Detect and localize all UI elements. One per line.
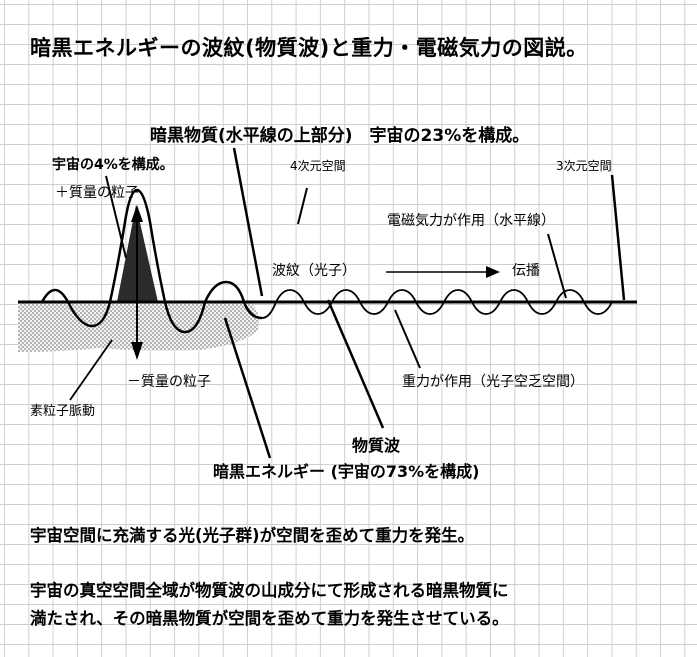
propagation-arrow <box>386 266 500 278</box>
paragraph-1: 宇宙空間に充満する光(光子群)が空間を歪めて重力を発生。 <box>30 526 475 545</box>
space-4d-label: 4次元空間 <box>290 159 346 173</box>
paragraph-3: 満たされ、その暗黒物質が空間を歪めて重力を発生させている。 <box>30 609 509 628</box>
leader-ordinary <box>105 175 127 259</box>
ripple-photon-label: 波紋（光子） <box>272 263 356 279</box>
left-wave <box>40 188 263 334</box>
leader-matter-wave <box>326 299 385 429</box>
gravity-label: 重力が作用（光子空乏空間） <box>402 374 584 390</box>
leader-gravity <box>394 309 421 369</box>
mass-axis-arrowhead-bottom <box>131 342 143 360</box>
leader-pulse <box>69 339 113 401</box>
electromagnetic-label: 電磁気力が作用（水平線） <box>387 213 555 229</box>
mass-axis-arrowhead-top <box>131 205 143 222</box>
leader-dark-matter <box>232 147 264 297</box>
ordinary-matter-label: 宇宙の4%を構成。 <box>52 157 174 173</box>
positive-mass-label: ＋質量の粒子 <box>55 185 139 201</box>
elementary-pulse-label: 素粒子脈動 <box>30 404 96 419</box>
matter-wave-label: 物質波 <box>352 436 401 455</box>
leader-3d-space <box>610 174 626 301</box>
paragraph-2: 宇宙の真空空間全域が物質波の山成分にて形成される暗黒物質に <box>30 581 509 600</box>
ripple-wave <box>261 289 613 319</box>
propagation-label: 伝播 <box>512 263 540 279</box>
dark-energy-label: 暗黒エネルギー (宇宙の73%を構成) <box>213 462 480 481</box>
dark-matter-label: 暗黒物質(水平線の上部分) 宇宙の23%を構成。 <box>150 126 530 146</box>
leader-electromagnetic <box>547 233 567 299</box>
leader-4d-space <box>297 187 308 225</box>
page-title: 暗黒エネルギーの波紋(物質波)と重力・電磁気力の図説。 <box>30 36 588 60</box>
leader-dark-energy <box>223 317 272 459</box>
stippled-region <box>18 302 259 352</box>
negative-mass-label: －質量の粒子 <box>127 374 211 390</box>
space-3d-label: 3次元空間 <box>556 159 612 173</box>
